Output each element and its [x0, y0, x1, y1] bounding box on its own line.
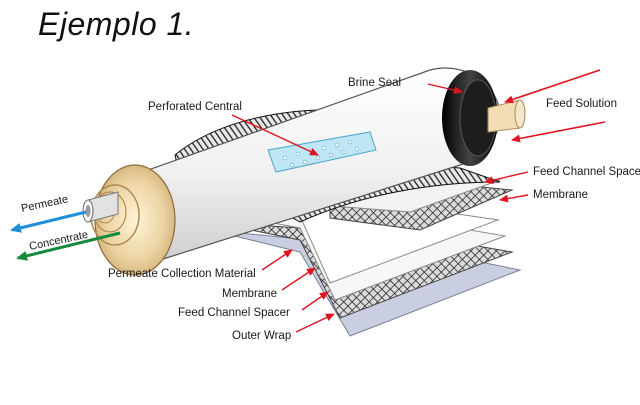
permeate-collection-pointer	[261, 249, 293, 271]
membrane-left-label: Membrane	[222, 288, 277, 300]
feed-solution-arrows	[504, 69, 606, 143]
permeate-tube-outlet	[82, 191, 119, 223]
perforated-central-label: Perforated Central	[148, 101, 242, 113]
feed-channel-spacer-right-pointer	[484, 171, 529, 185]
perforated-central-tube	[267, 131, 377, 173]
permeate-label: Permeate	[20, 193, 69, 215]
permeate-arrow	[10, 210, 87, 233]
membrane-right-pointer	[499, 194, 529, 203]
outer-wrap-pointer	[295, 313, 335, 333]
membrane-left-pointer	[281, 267, 316, 291]
permeate-collection-label: Permeate Collection Material	[108, 268, 256, 280]
feed-channel-spacer-left-pointer	[301, 291, 329, 311]
element-end-face	[90, 164, 176, 276]
brine-seal-pointer	[427, 83, 463, 95]
feed-solution-label: Feed Solution	[546, 98, 617, 110]
page-title: Ejemplo 1.	[38, 6, 195, 42]
concentrate-arrow	[16, 231, 121, 261]
brine-seal-label: Brine Seal	[348, 77, 401, 89]
membrane-right-label: Membrane	[533, 189, 588, 201]
outer-wrap-label: Outer Wrap	[232, 330, 291, 342]
sheet-layers	[209, 169, 522, 337]
brine-seal-cap	[442, 70, 526, 166]
feed-channel-spacer-left-label: Feed Channel Spacer	[178, 307, 290, 319]
perforated-central-pointer	[231, 114, 319, 156]
feed-channel-spacer-right-label: Feed Channel Spacer	[533, 166, 640, 178]
